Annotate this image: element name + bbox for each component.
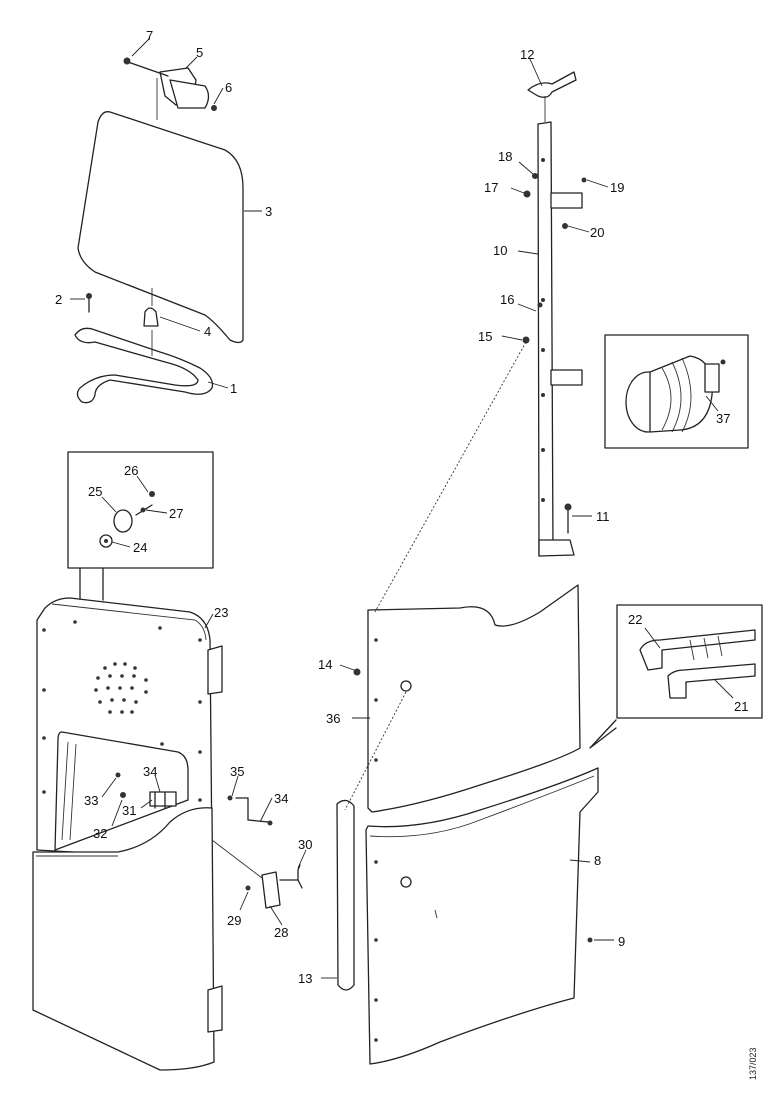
callout-25: 25 [88,484,102,499]
callout-14: 14 [318,657,332,672]
part-window-panel [77,111,244,344]
callout-13: 13 [298,971,312,986]
callout-3: 3 [265,204,272,219]
callout-34-b: 34 [274,791,288,806]
callout-12: 12 [520,47,534,62]
callout-labels: 7 5 6 3 2 4 1 12 18 17 19 20 10 16 15 37… [55,28,748,986]
callout-27: 27 [169,506,183,521]
callout-34-a: 34 [143,764,157,779]
part-vertical-tube [522,71,587,557]
callout-17: 17 [484,180,498,195]
callout-5: 5 [196,45,203,60]
part-hinge-bracket [123,57,217,120]
document-id: 137/023 [748,1047,758,1080]
callout-4: 4 [204,324,211,339]
callout-15: 15 [478,329,492,344]
part-lower-door-panel [32,807,223,1071]
callout-16: 16 [500,292,514,307]
callout-22: 22 [628,612,642,627]
callout-26: 26 [124,463,138,478]
part-handle-bar [74,327,214,404]
callout-11: 11 [596,509,610,524]
part-bracket [227,795,273,826]
callout-35: 35 [230,764,244,779]
callout-29: 29 [227,913,241,928]
callout-20: 20 [590,225,604,240]
callout-7: 7 [146,28,153,43]
callout-28: 28 [274,925,288,940]
part-long-handle [336,799,355,991]
part-right-door-lower [365,767,599,1065]
callout-36: 36 [326,711,340,726]
callout-18: 18 [498,149,512,164]
callout-24: 24 [133,540,147,555]
callout-33: 33 [84,793,98,808]
part-latch-assembly [115,772,177,809]
inset-box-21-22 [589,604,763,749]
callout-9: 9 [618,934,625,949]
callout-1: 1 [230,381,237,396]
inset-box-24-27 [67,451,214,601]
callout-2: 2 [55,292,62,307]
callout-31: 31 [122,803,136,818]
part-hinge-28 [211,839,303,909]
callout-10: 10 [493,243,507,258]
callout-30: 30 [298,837,312,852]
callout-8: 8 [594,853,601,868]
part-latch [143,288,159,327]
leader-lines [70,37,734,979]
callout-23: 23 [214,605,228,620]
callout-6: 6 [225,80,232,95]
callout-32: 32 [93,826,107,841]
callout-37: 37 [716,411,730,426]
inset-box-37 [604,334,749,449]
part-right-door-upper [353,584,581,813]
callout-19: 19 [610,180,624,195]
callout-21: 21 [734,699,748,714]
vent-grille [94,662,148,714]
